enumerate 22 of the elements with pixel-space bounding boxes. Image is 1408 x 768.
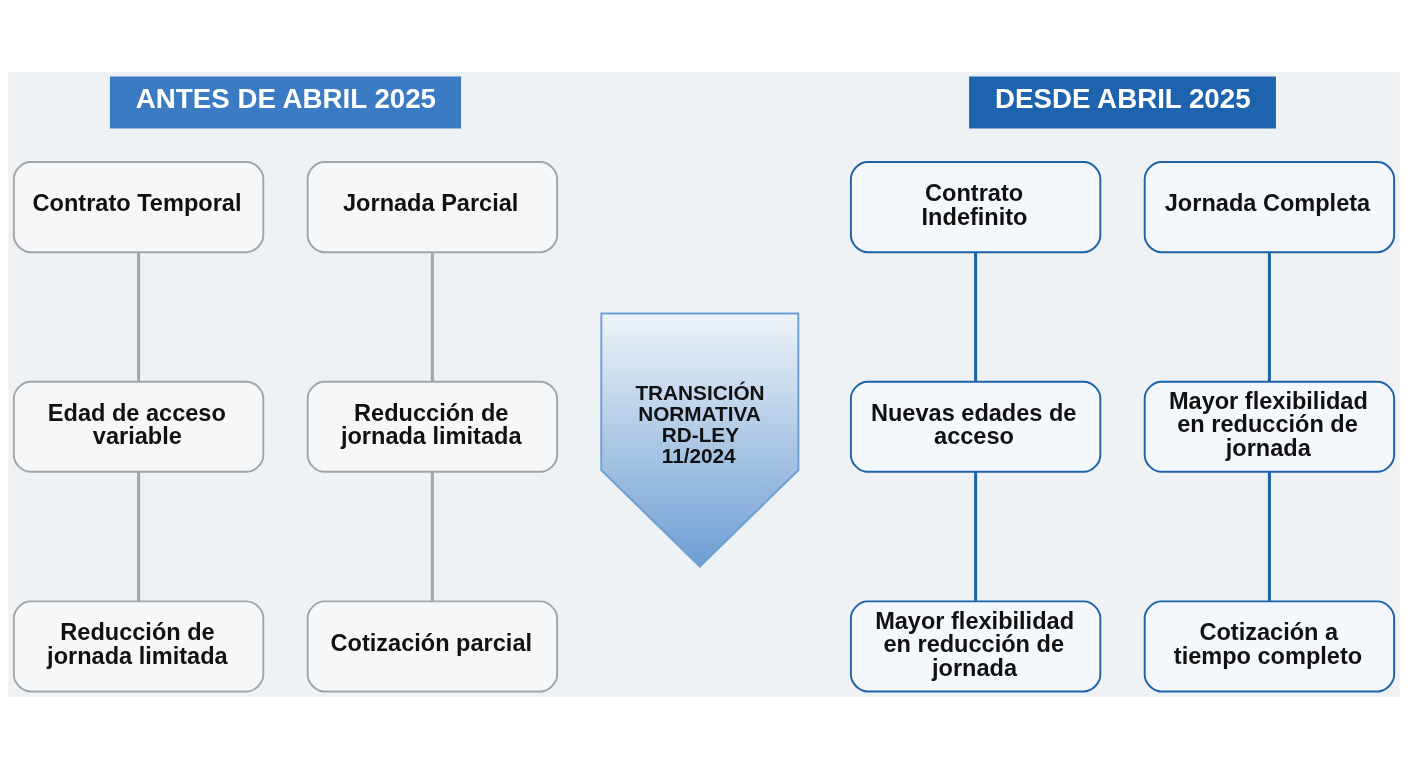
node-box: Mayor flexibilidad en reducción de jornada <box>1143 380 1396 473</box>
connector <box>974 471 978 601</box>
connector <box>137 251 141 382</box>
node-box: Nuevas edades de acceso <box>849 380 1102 473</box>
node-box: ANTES DE ABRIL 2025 <box>109 76 462 128</box>
connector <box>430 251 434 382</box>
node-box: Jornada Parcial <box>306 160 559 253</box>
node-box: Cotización parcial <box>306 599 559 692</box>
connector <box>137 471 141 601</box>
node-box: Cotización a tiempo completo <box>1143 599 1396 692</box>
connector <box>974 251 978 382</box>
node-box: Mayor flexibilidad en reducción de jornada <box>849 599 1102 692</box>
connector <box>1267 471 1271 601</box>
connector <box>1267 251 1271 382</box>
node-box: Contrato Indefinito <box>849 160 1102 253</box>
node-box: Edad de acceso variable <box>12 380 265 473</box>
node-box: Contrato Temporal <box>12 160 265 253</box>
node-box: Reducción de jornada limitada <box>306 380 559 473</box>
connector <box>430 471 434 601</box>
node-box: DESDE ABRIL 2025 <box>969 76 1276 128</box>
node-box: Reducción de jornada limitada <box>12 599 265 692</box>
node-box: Jornada Completa <box>1143 160 1396 253</box>
